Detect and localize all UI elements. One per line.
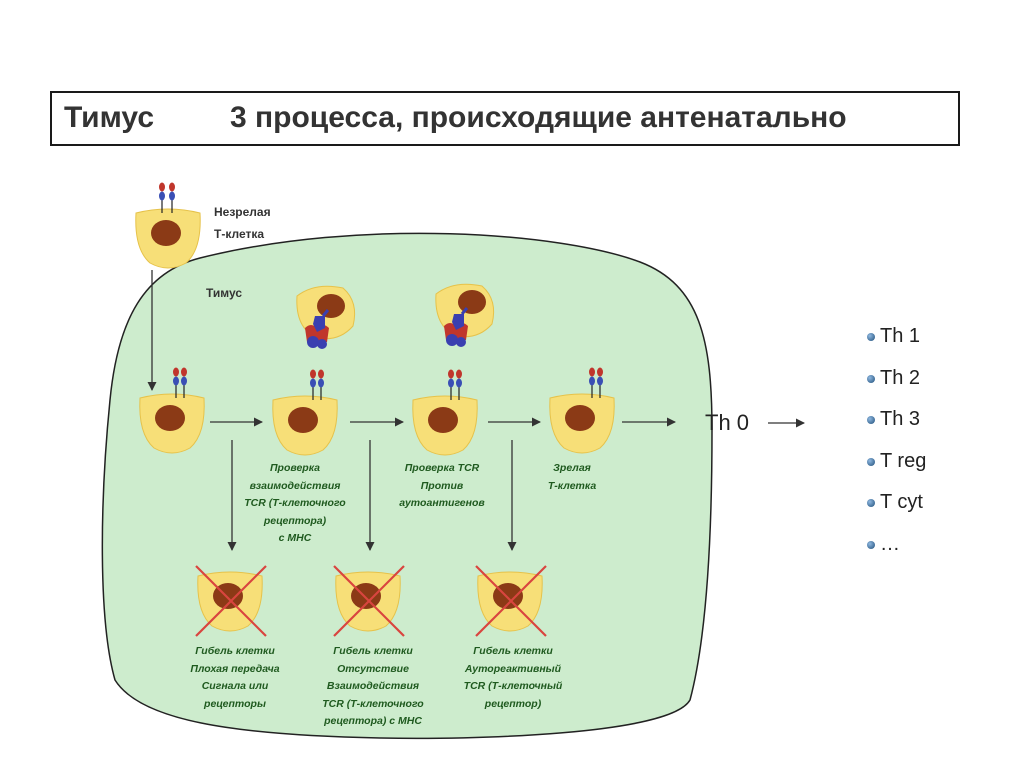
- subset-label: T cyt: [880, 491, 923, 513]
- death3-line-4: рецептор): [484, 697, 542, 710]
- mature-line-2: Т-клетка: [547, 479, 597, 492]
- check1-label: Проверка взаимодействия TCR (Т-клеточног…: [230, 460, 360, 548]
- mature-line-1: Зрелая: [553, 462, 591, 474]
- subset-item: Th 3: [866, 405, 926, 447]
- death3-line-3: TCR (Т-клеточный: [463, 680, 563, 692]
- death2-label: Гибель клетки Отсутствие Взаимодействия …: [308, 643, 438, 731]
- subset-label: Th 3: [880, 408, 921, 430]
- subset-item: T cyt: [866, 488, 926, 530]
- death1-line-1: Гибель клетки: [195, 645, 275, 657]
- check1-line-4: рецептора): [263, 514, 327, 527]
- immature-label-line-2: Т-клетка: [214, 227, 265, 241]
- bullet-icon: [867, 333, 875, 341]
- death1-line-4: рецепторы: [204, 697, 266, 710]
- check2-line-1: Проверка TCR: [404, 462, 480, 474]
- subset-item: T reg: [866, 447, 926, 489]
- bullet-icon: [867, 540, 875, 549]
- subset-label: Th 1: [880, 325, 921, 347]
- subset-label: …: [880, 532, 900, 555]
- check2-line-3: аутоантигенов: [399, 497, 485, 509]
- apc-2: [435, 283, 495, 349]
- check1-line-3: TCR (Т-клеточного: [244, 497, 346, 509]
- dead-cell-2: [333, 565, 405, 637]
- bullet-icon: [867, 499, 875, 507]
- title-box: Тимус 3 процесса, происходящие антенатал…: [50, 91, 960, 146]
- title-processes: 3 процесса, происходящие антенатально: [230, 101, 847, 134]
- death2-line-4: TCR (Т-клеточного: [322, 697, 424, 710]
- check1-line-5: с МНС: [278, 532, 312, 544]
- dead-cell-1: [195, 565, 267, 637]
- check1-line-2: взаимодействия: [249, 479, 341, 492]
- death1-label: Гибель клетки Плохая передача Сигнала ил…: [180, 643, 290, 713]
- dead-cell-3: [475, 565, 547, 637]
- th0-label: Th 0: [705, 410, 750, 435]
- subset-list: Th 1 Th 2 Th 3 T reg T cyt …: [866, 322, 926, 571]
- check1-line-1: Проверка: [269, 462, 320, 474]
- death1-line-3: Сигнала или: [201, 680, 269, 692]
- death2-line-1: Гибель клетки: [333, 645, 413, 657]
- death2-line-5: рецептора) с МНС: [324, 715, 422, 727]
- bullet-icon: [867, 374, 875, 383]
- thymus-label: Тимус: [206, 286, 243, 300]
- subset-label: Th 2: [880, 366, 921, 389]
- death2-line-3: Взаимодействия: [326, 680, 420, 692]
- title-thymus: Тимус: [64, 101, 155, 134]
- immature-cell-label: Незрелая Т-клетка: [214, 201, 271, 245]
- death3-label: Гибель клетки Аутореактивный TCR (Т-клет…: [448, 643, 578, 713]
- immature-cell: [135, 181, 201, 269]
- check2-label: Проверка TCR Против аутоантигенов: [382, 460, 502, 513]
- subset-label: T reg: [880, 449, 927, 472]
- immature-label-line-1: Незрелая: [214, 205, 271, 219]
- apc-1: [296, 285, 356, 351]
- subset-item: …: [866, 530, 926, 572]
- bullet-icon: [867, 416, 875, 424]
- mature-label: Зрелая Т-клетка: [532, 460, 612, 495]
- subset-item: Th 1: [866, 322, 926, 364]
- death3-line-1: Гибель клетки: [473, 645, 553, 657]
- check2-line-2: Против: [420, 479, 464, 492]
- death2-line-2: Отсутствие: [337, 662, 409, 675]
- bullet-icon: [867, 457, 875, 466]
- death1-line-2: Плохая передача: [190, 662, 280, 675]
- death3-line-2: Аутореактивный: [464, 662, 562, 675]
- subset-item: Th 2: [866, 364, 926, 406]
